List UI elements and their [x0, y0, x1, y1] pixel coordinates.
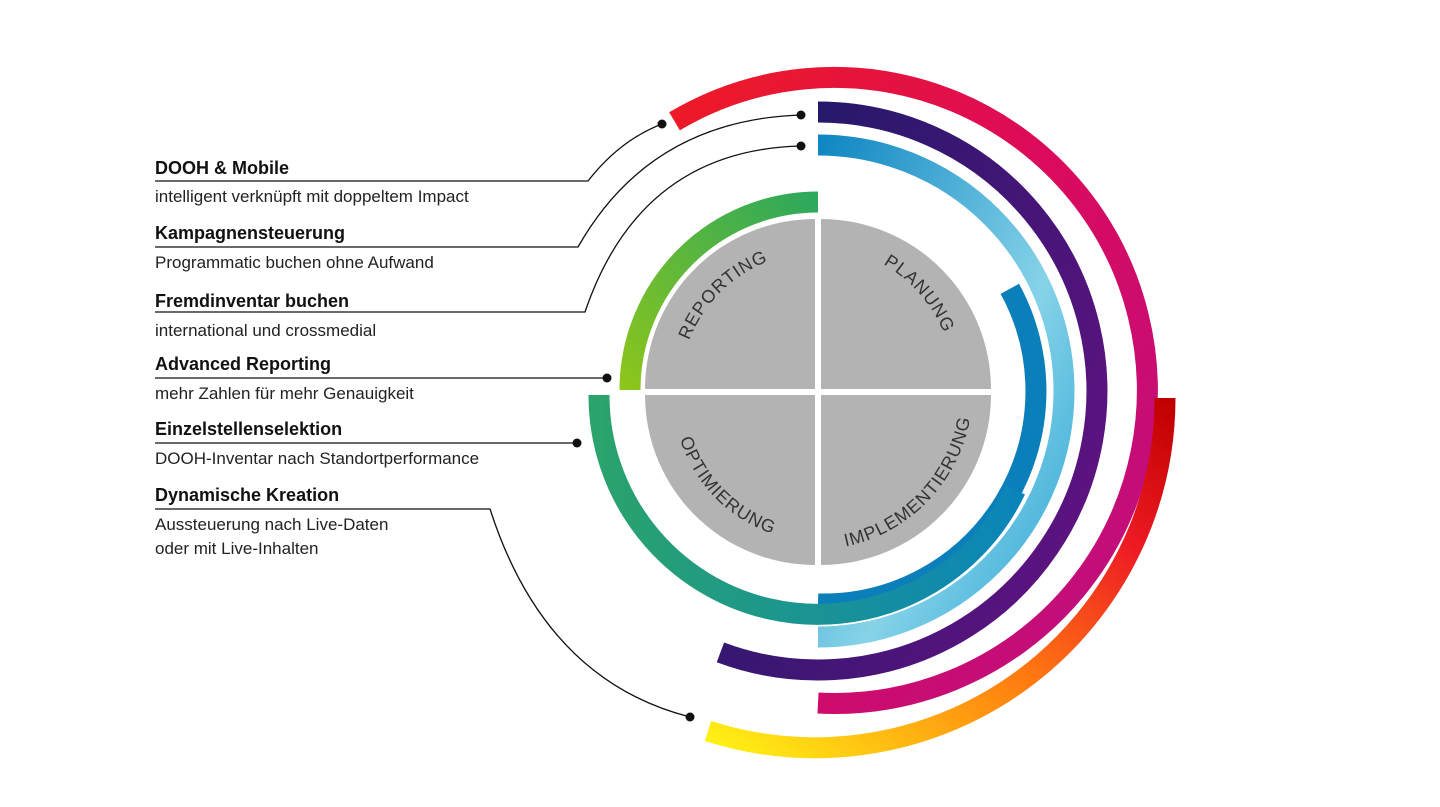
dooh-mobile-ring [669, 67, 1158, 714]
leader-dot-advanced-reporting [602, 373, 612, 383]
leader-dot-dynamische-kreation [685, 712, 695, 722]
feature-desc-kampagnensteuerung: Programmatic buchen ohne Aufwand [155, 253, 434, 272]
feature-labels: DOOH & Mobile intelligent verknüpft mit … [155, 158, 479, 558]
feature-title-dynamische-kreation: Dynamische Kreation [155, 485, 339, 505]
feature-title-fremdinventar: Fremdinventar buchen [155, 291, 349, 311]
leader-dot-dooh-mobile [657, 119, 667, 129]
einzelstellen-ring [588, 394, 1025, 625]
quadrant-implementierung [821, 395, 991, 565]
reporting-ring [619, 191, 819, 391]
feature-desc-dooh-mobile: intelligent verknüpft mit doppeltem Impa… [155, 187, 469, 206]
feature-desc-dynamische-kreation-line-1: Aussteuerung nach Live-Daten [155, 515, 388, 534]
feature-title-advanced-reporting: Advanced Reporting [155, 354, 331, 374]
feature-title-einzelstellenselektion: Einzelstellenselektion [155, 419, 342, 439]
leader-line-fremdinventar [155, 145, 802, 313]
leader-line-dynamische-kreation [155, 508, 691, 718]
leader-dot-kampagnensteuerung [796, 110, 806, 120]
fremdinventar-ring [817, 134, 1075, 648]
feature-desc-advanced-reporting: mehr Zahlen für mehr Genauigkeit [155, 384, 414, 403]
leader-line-dooh-mobile [155, 123, 663, 182]
leader-lines [155, 110, 806, 722]
quadrant-reporting [645, 219, 815, 389]
quadrant-planung [821, 219, 991, 389]
feature-desc-dynamische-kreation-line-2: oder mit Live-Inhalten [155, 539, 318, 558]
feature-title-kampagnensteuerung: Kampagnensteuerung [155, 223, 345, 243]
leader-line-kampagnensteuerung [155, 114, 802, 248]
leader-dot-einzelstellenselektion [572, 438, 582, 448]
dynamische-kreation-ring [704, 397, 1176, 759]
feature-desc-fremdinventar: international und crossmedial [155, 321, 376, 340]
quadrant-optimierung [645, 395, 815, 565]
feature-desc-einzelstellenselektion: DOOH-Inventar nach Standortperformance [155, 449, 479, 468]
kampagnensteuerung-ring [716, 101, 1108, 681]
feature-title-dooh-mobile: DOOH & Mobile [155, 158, 289, 178]
rings [588, 67, 1176, 759]
center-wheel [645, 219, 991, 565]
leader-dot-fremdinventar [796, 141, 806, 151]
